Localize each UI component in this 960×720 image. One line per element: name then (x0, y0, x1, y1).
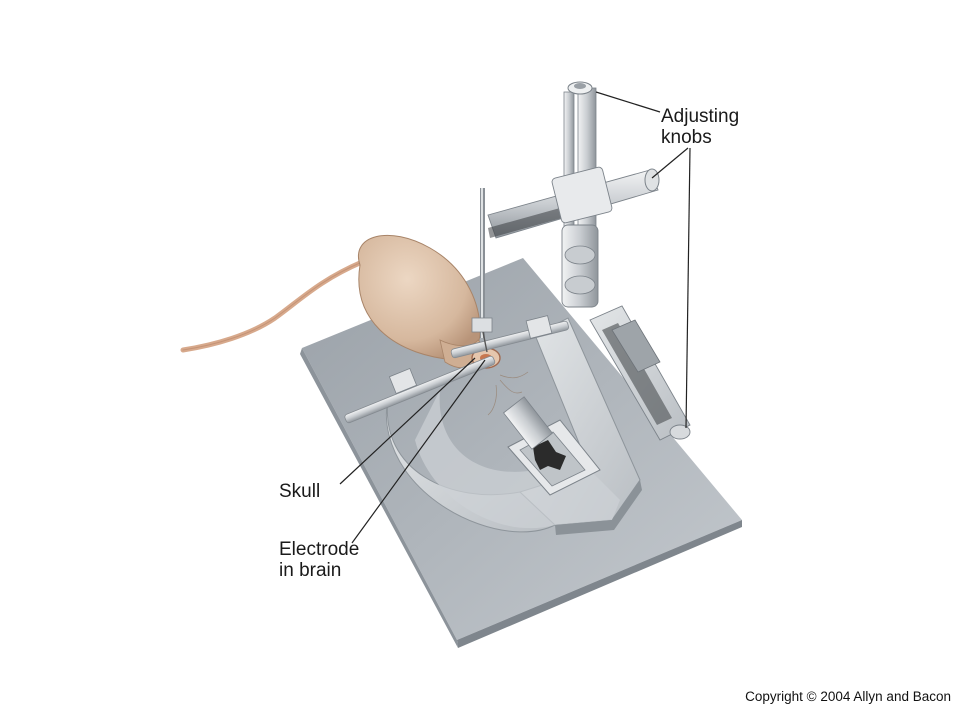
whiskers (487, 371, 529, 416)
cross-arm (487, 166, 660, 239)
adjusting-knobs-label: Adjusting knobs (661, 106, 739, 148)
adjusting-knobs-line1: Adjusting (661, 106, 740, 127)
carriage-block (561, 224, 599, 308)
side-rail (589, 305, 691, 441)
adjusting-knobs-line2: knobs (661, 127, 712, 148)
jaw-holder (503, 396, 601, 496)
electrode-label-line1: Electrode (279, 539, 360, 560)
electrode-label: Electrode in brain (279, 539, 359, 581)
copyright-notice: Copyright © 2004 Allyn and Bacon (745, 689, 951, 704)
u-shaped-platform (385, 317, 642, 535)
electrode-label-line2: in brain (279, 560, 342, 581)
ear-bars (344, 315, 569, 424)
electrode-holder (471, 188, 493, 353)
skull-label: Skull (279, 481, 321, 502)
leader-lines (339, 91, 691, 544)
